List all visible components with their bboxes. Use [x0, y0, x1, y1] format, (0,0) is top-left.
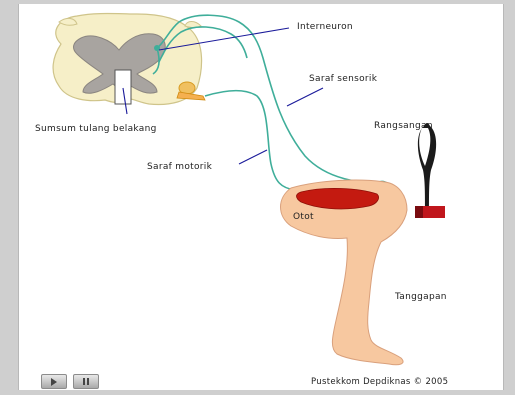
hammer-head-cap: [415, 206, 423, 218]
label-sumsum-tulang-belakang: Sumsum tulang belakang: [35, 124, 157, 134]
label-rangsangan: Rangsangan: [374, 121, 433, 131]
pointer-saraf-sensorik: [287, 88, 323, 106]
reflex-hammer: [415, 123, 445, 218]
central-canal: [115, 70, 131, 104]
reflex-arc-diagram: [19, 4, 503, 390]
label-tanggapan: Tanggapan: [395, 292, 447, 302]
leg-figure: [281, 180, 408, 365]
label-saraf-sensorik: Saraf sensorik: [309, 74, 377, 84]
play-icon: [51, 378, 57, 386]
label-saraf-motorik: Saraf motorik: [147, 162, 212, 172]
pause-button[interactable]: [73, 374, 99, 389]
pointer-saraf-motorik: [239, 150, 267, 164]
play-button[interactable]: [41, 374, 67, 389]
credit-text: Pustekkom Depdiknas © 2005: [311, 377, 448, 387]
diagram-frame: Interneuron Saraf sensorik Rangsangan Su…: [18, 4, 504, 390]
pause-icon: [83, 378, 89, 385]
label-otot: Otot: [293, 212, 314, 222]
label-interneuron: Interneuron: [297, 22, 353, 32]
spinal-cord-section: [53, 14, 202, 105]
